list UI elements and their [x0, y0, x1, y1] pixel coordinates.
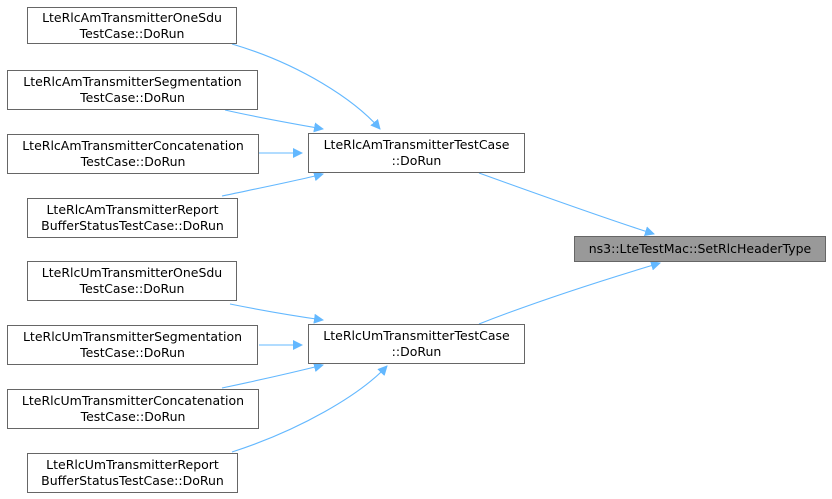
node-label-line2: TestCase::DoRun — [80, 90, 185, 105]
node-um-one-sdu-dorun[interactable]: LteRlcUmTransmitterOneSdu TestCase::DoRu… — [27, 261, 237, 301]
node-am-report-dorun[interactable]: LteRlcAmTransmitterReport BufferStatusTe… — [27, 198, 238, 238]
edge-am_segmentation-to-am_testcase — [224, 109, 324, 133]
node-am-one-sdu-dorun[interactable]: LteRlcAmTransmitterOneSdu TestCase::DoRu… — [27, 7, 237, 44]
node-label-line2: TestCase::DoRun — [80, 154, 186, 169]
edge-um_one_sdu-to-um_testcase — [229, 303, 324, 324]
node-label-line1: LteRlcUmTransmitterTestCase — [323, 328, 510, 343]
node-label-line2: TestCase::DoRun — [80, 345, 185, 360]
node-label-line2: ::DoRun — [391, 344, 442, 359]
edge-um_testcase-to-target — [478, 260, 661, 325]
node-label-line2: BufferStatusTestCase::DoRun — [41, 218, 224, 233]
edge-am_report-to-am_testcase — [221, 171, 324, 197]
node-label-line1: LteRlcUmTransmitterSegmentation — [22, 329, 243, 344]
node-um-concatenation-dorun[interactable]: LteRlcUmTransmitterConcatenation TestCas… — [7, 389, 259, 429]
node-label-line1: LteRlcUmTransmitterConcatenation — [21, 393, 245, 408]
node-label-line1: LteRlcAmTransmitterSegmentation — [23, 74, 242, 89]
edge-um_report-to-um_testcase — [231, 365, 388, 453]
node-am-concatenation-dorun[interactable]: LteRlcAmTransmitterConcatenation TestCas… — [7, 134, 259, 174]
node-target-set-rlc-header-type[interactable]: ns3::LteTestMac::SetRlcHeaderType — [574, 236, 826, 262]
node-label-line2: ::DoRun — [391, 153, 442, 168]
node-label-line1: LteRlcUmTransmitterOneSdu — [41, 265, 223, 280]
node-label-line2: BufferStatusTestCase::DoRun — [41, 473, 224, 488]
edge-am_testcase-to-target — [478, 172, 655, 237]
node-label-line1: LteRlcAmTransmitterOneSdu — [42, 9, 222, 25]
node-am-segmentation-dorun[interactable]: LteRlcAmTransmitterSegmentation TestCase… — [7, 70, 258, 110]
node-label-line1: LteRlcAmTransmitterTestCase — [323, 137, 510, 152]
node-um-report-dorun[interactable]: LteRlcUmTransmitterReport BufferStatusTe… — [27, 453, 238, 493]
node-um-segmentation-dorun[interactable]: LteRlcUmTransmitterSegmentation TestCase… — [7, 325, 258, 365]
node-label-line1: LteRlcUmTransmitterReport — [46, 457, 219, 472]
node-label-line2: TestCase::DoRun — [80, 409, 186, 424]
node-am-testcase-dorun[interactable]: LteRlcAmTransmitterTestCase ::DoRun — [308, 133, 525, 173]
node-label-line2: TestCase::DoRun — [79, 25, 185, 41]
node-um-testcase-dorun[interactable]: LteRlcUmTransmitterTestCase ::DoRun — [308, 324, 525, 364]
edge-um_concatenation-to-um_testcase — [221, 362, 324, 389]
edge-am_one_sdu-to-am_testcase — [231, 43, 381, 130]
node-label-line1: ns3::LteTestMac::SetRlcHeaderType — [588, 241, 812, 256]
node-label-line1: LteRlcAmTransmitterReport — [46, 202, 219, 217]
node-label-line2: TestCase::DoRun — [79, 281, 185, 296]
node-label-line1: LteRlcAmTransmitterConcatenation — [22, 138, 244, 153]
